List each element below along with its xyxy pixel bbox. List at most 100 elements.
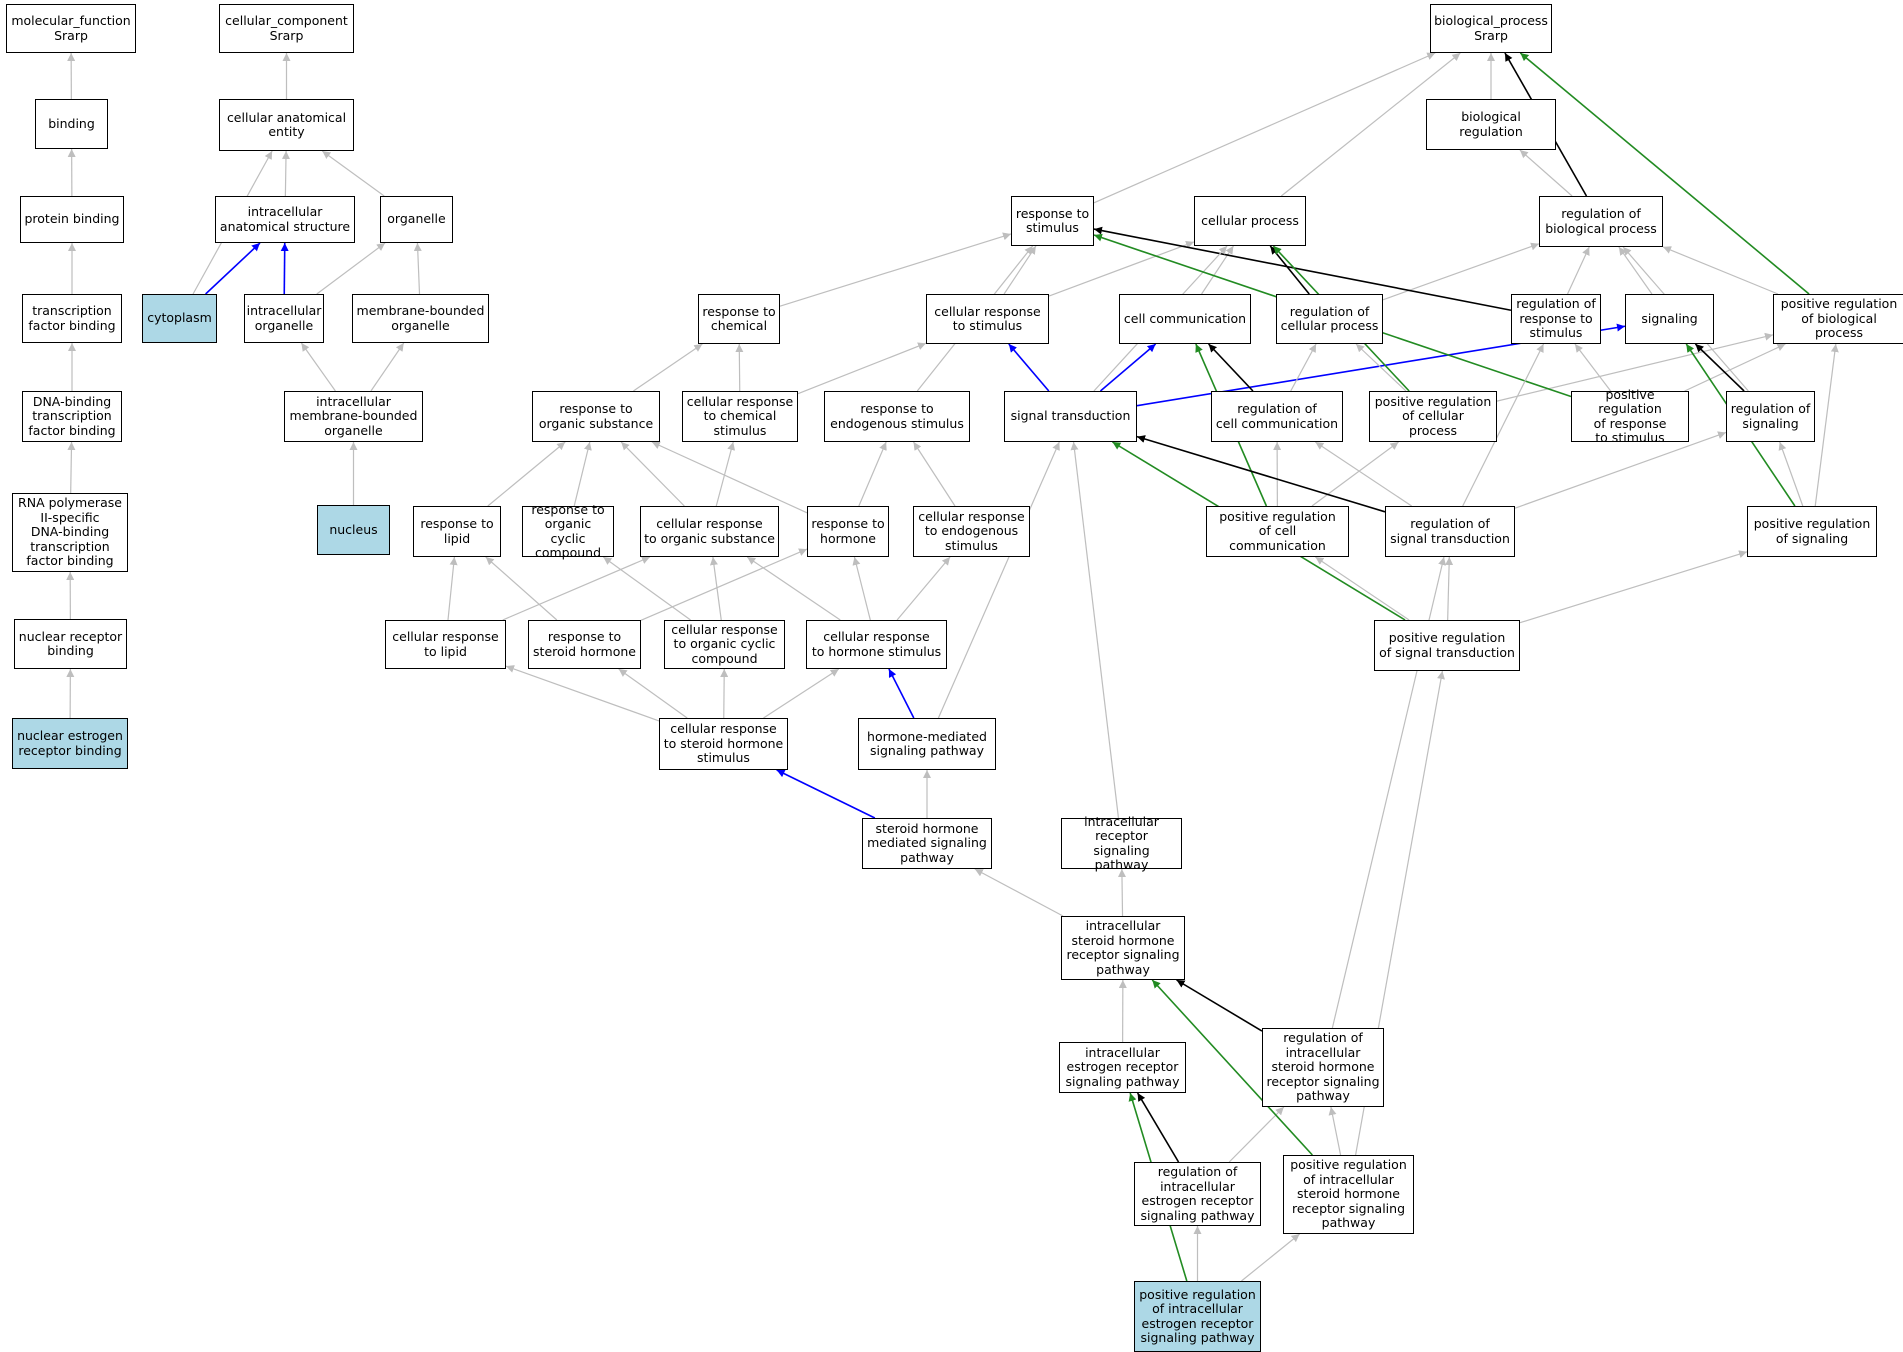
go-term-node-cros[interactable]: cellular response to organic substance	[640, 506, 779, 557]
go-term-node-ias[interactable]: intracellular anatomical structure	[215, 196, 355, 243]
go-term-node-res[interactable]: response to endogenous stimulus	[824, 391, 970, 442]
edge-is-a-prishrsp-to-rishrsp	[1328, 1106, 1342, 1156]
edge-is-a-prcp-to-prbp	[1496, 332, 1774, 402]
go-term-node-mf[interactable]: molecular_function Srarp	[6, 4, 136, 53]
edge-is-a-rstim-to-bp	[1093, 52, 1436, 204]
go-term-node-cytoplasm[interactable]: cytoplasm	[142, 294, 217, 343]
edge-is-a-rsh-to-rhorm	[640, 548, 808, 621]
go-term-node-rcp[interactable]: regulation of cellular process	[1276, 294, 1383, 344]
edge-is-a-crhs-to-cros	[746, 556, 841, 621]
go-term-node-crocc[interactable]: cellular response to organic cyclic comp…	[664, 620, 785, 669]
edge-is-a-prst-to-prcc	[1315, 556, 1410, 621]
go-term-node-bp[interactable]: biological_process Srarp	[1430, 4, 1552, 53]
go-term-node-rrs[interactable]: regulation of response to stimulus	[1511, 294, 1601, 344]
edge-is-a-crocc-to-rocc	[602, 556, 691, 621]
go-term-node-cae[interactable]: cellular anatomical entity	[219, 99, 354, 151]
go-term-node-prcp[interactable]: positive regulation of cellular process	[1369, 391, 1497, 442]
go-term-node-dbtfb[interactable]: DNA-binding transcription factor binding	[22, 391, 122, 442]
go-term-node-rstim[interactable]: response to stimulus	[1011, 196, 1094, 246]
go-term-node-crlipid[interactable]: cellular response to lipid	[385, 620, 506, 669]
go-term-node-riersp[interactable]: regulation of intracellular estrogen rec…	[1134, 1162, 1261, 1226]
go-term-node-rst[interactable]: regulation of signal transduction	[1385, 506, 1515, 557]
go-term-node-breg[interactable]: biological regulation	[1426, 99, 1556, 150]
go-term-node-io[interactable]: intracellular organelle	[244, 294, 324, 343]
edge-is-a-prcc-to-prcp	[1311, 441, 1399, 507]
go-term-node-prcc[interactable]: positive regulation of cell communicatio…	[1206, 506, 1349, 557]
go-term-node-prbp[interactable]: positive regulation of biological proces…	[1773, 294, 1903, 344]
edge-part-of-st-to-crstim	[1008, 343, 1050, 392]
go-term-node-rocc[interactable]: response to organic cyclic compound	[522, 502, 614, 560]
go-term-node-organelle[interactable]: organelle	[380, 196, 453, 243]
edge-is-a-rsh-to-rlipid	[485, 556, 558, 621]
edge-regulates-rcc-to-ccomm	[1208, 343, 1254, 392]
go-term-node-priersp[interactable]: positive regulation of intracellular est…	[1134, 1281, 1261, 1352]
edge-is-a-crlipid-to-cros	[502, 556, 651, 621]
go-term-node-iersp[interactable]: intracellular estrogen receptor signalin…	[1059, 1042, 1186, 1093]
edge-is-a-rrs-to-rbp	[1566, 246, 1590, 295]
go-term-node-ros[interactable]: response to organic substance	[532, 391, 660, 442]
edge-is-a-ias-to-cae	[281, 150, 290, 197]
go-term-node-rchem[interactable]: response to chemical	[698, 294, 780, 344]
go-term-node-signaling[interactable]: signaling	[1625, 294, 1714, 344]
go-term-node-rishrsp[interactable]: regulation of intracellular steroid horm…	[1262, 1028, 1384, 1107]
edge-positively-regulates-prbp-to-bp	[1519, 52, 1810, 295]
go-term-node-nrb[interactable]: nuclear receptor binding	[14, 619, 127, 669]
edge-part-of-io-to-ias	[280, 242, 289, 295]
go-term-node-cc[interactable]: cellular_component Srarp	[219, 4, 354, 53]
go-term-node-hmsp[interactable]: hormone-mediated signaling pathway	[858, 718, 996, 770]
go-term-node-crcs[interactable]: cellular response to chemical stimulus	[682, 391, 798, 442]
go-term-node-tfb[interactable]: transcription factor binding	[22, 294, 122, 343]
go-term-node-rbp[interactable]: regulation of biological process	[1539, 196, 1663, 247]
edge-is-a-imbo-to-mbo	[370, 342, 405, 392]
go-term-node-rhorm[interactable]: response to hormone	[807, 506, 889, 557]
go-term-node-cres[interactable]: cellular response to endogenous stimulus	[913, 506, 1030, 557]
edge-is-a-cres-to-res	[913, 441, 956, 507]
edge-is-a-crstim-to-cproc	[1048, 240, 1195, 297]
edge-regulates-rrs-to-rstim	[1093, 226, 1512, 312]
edge-is-a-prsig-to-prbp	[1814, 343, 1839, 507]
edge-is-a-mbo-to-organelle	[413, 242, 422, 295]
edge-is-a-rocc-to-ros	[573, 441, 592, 507]
go-term-node-ccomm[interactable]: cell communication	[1119, 294, 1251, 344]
edge-positively-regulates-prishrsp-to-ishrsp	[1151, 979, 1313, 1156]
edge-is-a-crhs-to-rhorm	[852, 556, 871, 621]
go-term-node-rnap[interactable]: RNA polymerase II-specific DNA-binding t…	[12, 493, 128, 572]
edge-is-a-rlipid-to-ros	[487, 441, 566, 507]
edge-is-a-ros-to-rchem	[633, 343, 703, 392]
go-term-node-cproc[interactable]: cellular process	[1194, 196, 1306, 246]
edge-part-of-hmsp-to-crhs	[888, 668, 915, 719]
go-term-node-ishrsp[interactable]: intracellular steroid hormone receptor s…	[1061, 916, 1185, 980]
go-term-node-rsig[interactable]: regulation of signaling	[1726, 391, 1815, 442]
go-term-node-mbo[interactable]: membrane-bounded organelle	[352, 294, 489, 343]
go-term-node-protb[interactable]: protein binding	[20, 196, 124, 243]
go-term-node-crstim[interactable]: cellular response to stimulus	[926, 294, 1049, 344]
edge-is-a-prst-to-rst	[1445, 556, 1454, 621]
edge-is-a-crocc-to-cros	[709, 556, 722, 621]
go-term-node-rsh[interactable]: response to steroid hormone	[528, 620, 641, 669]
go-term-node-prst[interactable]: positive regulation of signal transducti…	[1374, 620, 1520, 671]
go-term-node-nucleus[interactable]: nucleus	[317, 505, 390, 555]
edge-is-a-cros-to-ros	[620, 441, 685, 507]
go-term-node-prishrsp[interactable]: positive regulation of intracellular ste…	[1283, 1155, 1414, 1234]
edge-regulates-riersp-to-iersp	[1136, 1092, 1180, 1163]
edge-is-a-irsp-to-st	[1070, 441, 1120, 819]
edge-is-a-rnap-to-dbtfb	[67, 441, 76, 494]
edge-is-a-rcp-to-rbp	[1382, 242, 1540, 301]
go-term-node-crshs[interactable]: cellular response to steroid hormone sti…	[659, 718, 788, 770]
go-term-node-binding[interactable]: binding	[35, 99, 108, 149]
go-term-node-irsp[interactable]: intracellular receptor signaling pathway	[1061, 814, 1182, 872]
go-term-node-nerb[interactable]: nuclear estrogen receptor binding	[12, 718, 128, 769]
edge-is-a-crlipid-to-rlipid	[447, 556, 458, 621]
go-term-node-imbo[interactable]: intracellular membrane-bounded organelle	[284, 391, 423, 442]
go-term-node-shmsp[interactable]: steroid hormone mediated signaling pathw…	[862, 818, 992, 869]
go-term-node-crhs[interactable]: cellular response to hormone stimulus	[806, 620, 947, 669]
go-term-node-prrs[interactable]: positive regulation of response to stimu…	[1571, 387, 1689, 445]
edge-is-a-prrs-to-prbp	[1684, 343, 1786, 392]
edge-is-a-cproc-to-bp	[1280, 52, 1461, 197]
go-term-node-rcc[interactable]: regulation of cell communication	[1211, 391, 1343, 442]
go-term-node-prsig[interactable]: positive regulation of signaling	[1747, 506, 1877, 557]
edge-is-a-crshs-to-crlipid	[505, 665, 660, 722]
go-term-node-st[interactable]: signal transduction	[1004, 391, 1137, 442]
go-term-node-rlipid[interactable]: response to lipid	[413, 506, 501, 557]
edge-is-a-priersp-to-prishrsp	[1241, 1233, 1300, 1282]
